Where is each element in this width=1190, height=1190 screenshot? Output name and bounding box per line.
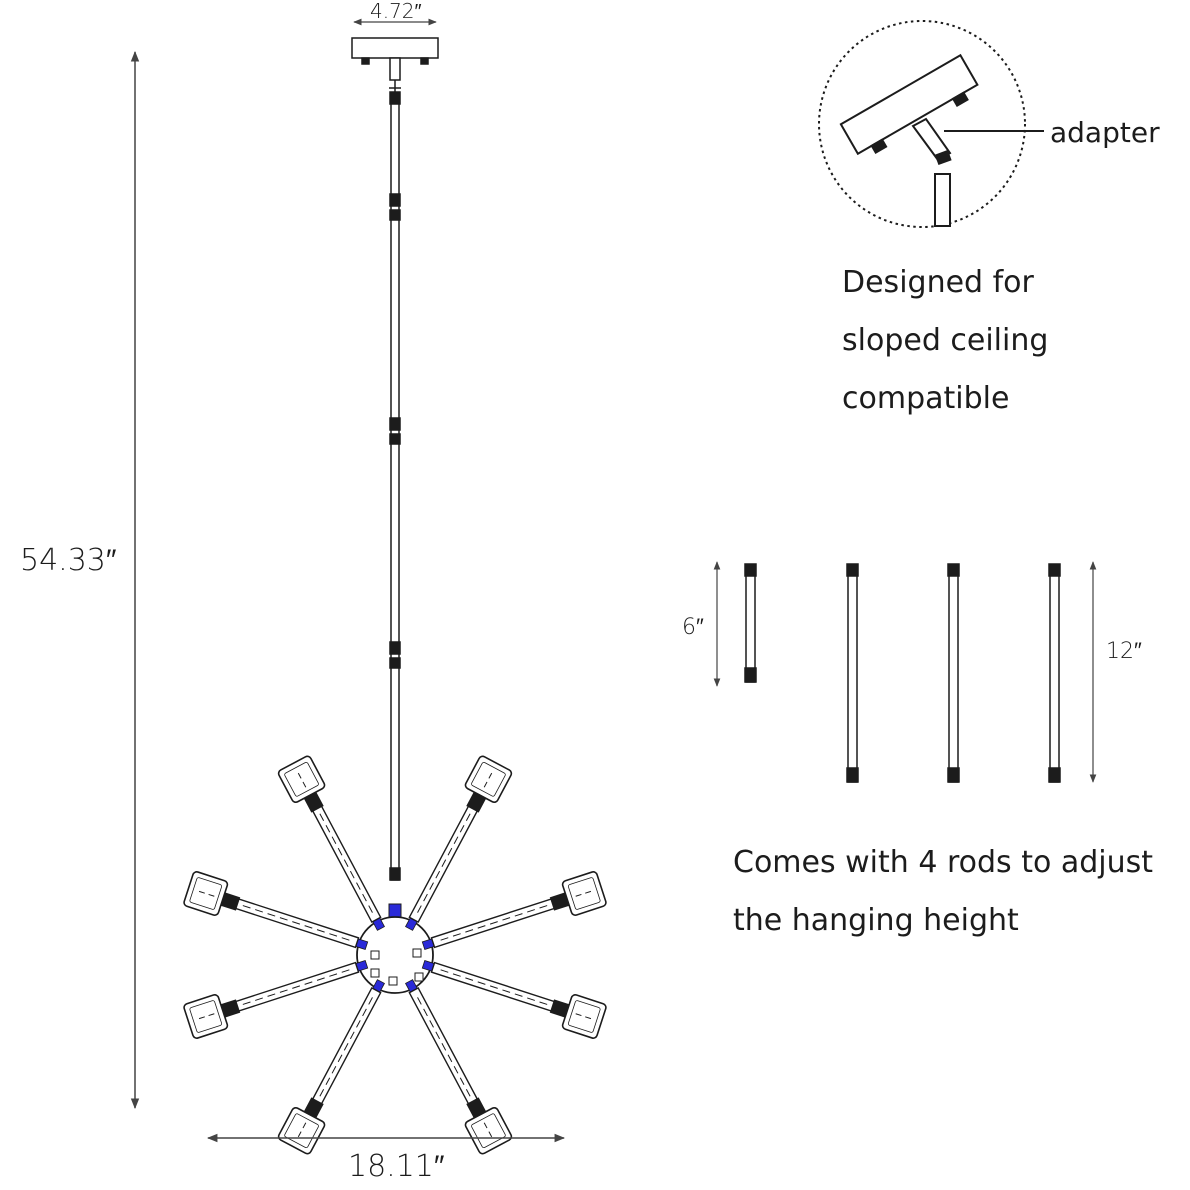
rods-note-line-2: the hanging height	[733, 903, 1019, 938]
overall-height-label: 54.33″	[20, 543, 117, 578]
canopy-width-label: 4.72″	[370, 0, 422, 23]
blue-connector	[388, 903, 402, 919]
sloped-canopy-detail	[839, 53, 979, 156]
rods-set	[744, 563, 1061, 783]
light-arm	[421, 959, 607, 1039]
light-arm	[277, 755, 385, 931]
ceiling-canopy	[351, 37, 439, 92]
long-rod-2	[947, 563, 960, 783]
hub-socket	[370, 968, 380, 978]
light-arm	[183, 871, 369, 951]
long-rod-label: 12″	[1106, 639, 1142, 664]
long-rod-1	[846, 563, 859, 783]
fixture-body	[183, 755, 607, 1155]
hub-socket	[414, 972, 424, 982]
adapter-label: adapter	[1050, 116, 1160, 149]
adapter-part	[911, 117, 952, 162]
detail-circle	[818, 20, 1026, 228]
sloped-ceiling-detail	[818, 20, 1044, 228]
light-arm	[277, 979, 385, 1155]
hub-socket	[388, 976, 398, 986]
overall-width-label: 18.11″	[348, 1149, 445, 1184]
light-arm	[405, 979, 513, 1155]
sloped-note-line-1: Designed for	[842, 265, 1035, 300]
rods-note-line-1: Comes with 4 rods to adjust	[733, 845, 1153, 880]
short-rod	[744, 563, 757, 683]
short-rod-label: 6″	[682, 615, 704, 640]
hub-socket	[412, 948, 422, 958]
hub-socket	[370, 950, 380, 960]
sloped-note-line-3: compatible	[842, 381, 1009, 416]
detail-rod	[934, 173, 951, 227]
light-arm	[405, 755, 513, 931]
light-arm	[421, 871, 607, 951]
long-rod-3	[1048, 563, 1061, 783]
light-arm	[183, 959, 369, 1039]
sloped-note-line-2: sloped ceiling	[842, 323, 1048, 358]
hanging-rod-stack	[389, 91, 401, 881]
